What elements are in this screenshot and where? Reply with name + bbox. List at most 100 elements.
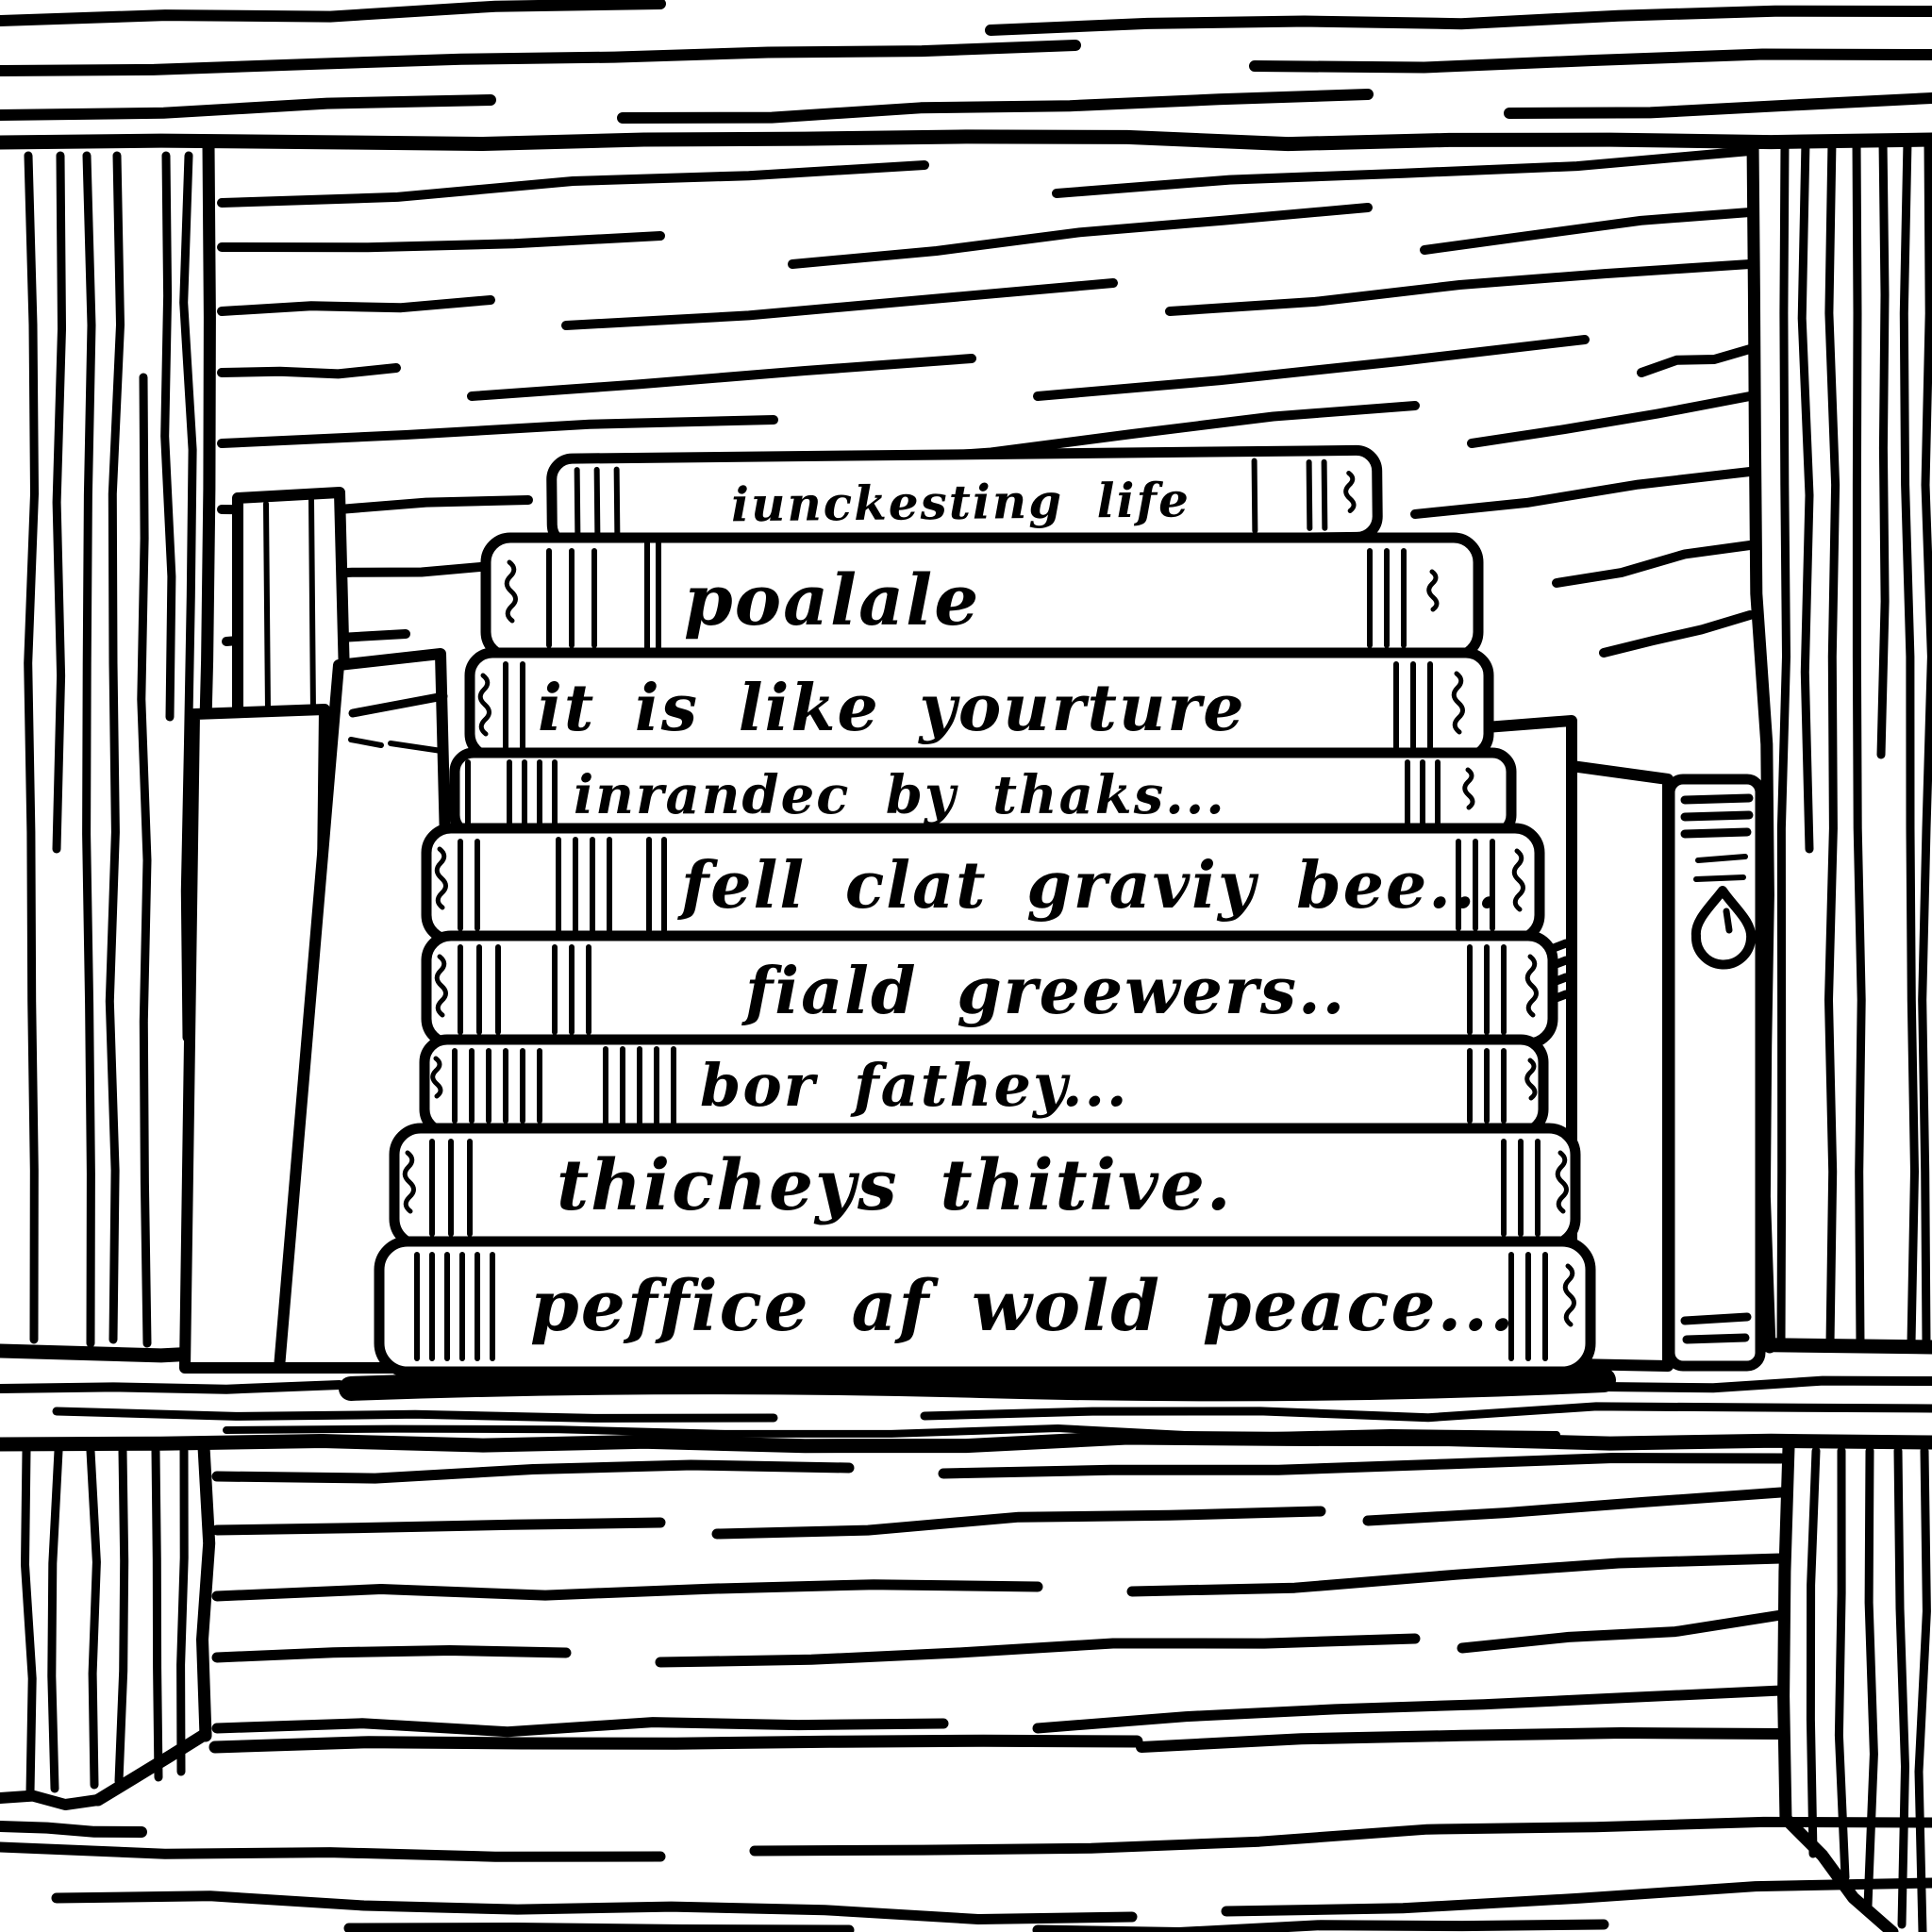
wood-grain-line (211, 1717, 949, 1738)
wood-grain-line (196, 1441, 216, 1742)
wood-grain-line (1918, 137, 1932, 1348)
wood-grain-line (788, 203, 1373, 269)
wood-grain-line (711, 1506, 1326, 1540)
standing-book-right-front (1664, 774, 1766, 1372)
wood-grain-line (1876, 137, 1890, 759)
wood-grain-line (0, 40, 1081, 76)
book-spine: iunckesting life (546, 444, 1383, 551)
book-spine: peffice af wold peace... (374, 1236, 1596, 1377)
wood-grain-line (1899, 137, 1919, 1348)
thin-book-behind (232, 487, 351, 723)
wood-grain-line (211, 1517, 666, 1536)
book-spine: inrandec by thaks... (449, 747, 1517, 840)
book-title: iunckesting life (731, 472, 1191, 532)
wood-grain-line (86, 1446, 101, 1790)
wood-grain-line (211, 1579, 1043, 1602)
wood-grain-line (151, 1446, 163, 1782)
book-title: poalale (684, 560, 980, 641)
wood-grain-line (1776, 137, 1790, 1348)
wood-grain-line (1777, 1441, 1795, 1827)
wood-grain-line (1893, 1446, 1909, 1929)
wood-grain-line (1637, 344, 1755, 377)
wood-grain-line (0, 1790, 104, 1810)
book-title: fiald greewers.. (741, 954, 1346, 1029)
book-spine: poalale (480, 532, 1484, 662)
wood-grain-line (24, 151, 39, 1344)
wood-grain-line (0, 1430, 1932, 1454)
wood-grain-line (0, 1841, 666, 1862)
wood-grain-line (1410, 467, 1755, 519)
book-title: it is like yourture (538, 671, 1246, 746)
book-spine: it is like yourture (464, 647, 1494, 762)
wood-grain-line (1136, 1727, 1787, 1753)
book-title: fell clat graviy bee... (677, 848, 1501, 924)
book-title: bor fathey... (700, 1051, 1129, 1120)
wood-grain-line (0, 0, 666, 26)
wood-grain-line (47, 1446, 63, 1793)
wood-grain-line (179, 151, 197, 1042)
wood-grain-line (52, 151, 66, 854)
wood-grain-line (137, 373, 152, 1348)
wood-grain-line (1420, 208, 1755, 255)
wood-grain-line (1797, 137, 1814, 854)
wood-grain-line (1852, 137, 1866, 1348)
wood-grain-line (749, 1816, 1932, 1857)
wood-grain-line (1824, 137, 1840, 1348)
wood-grain-line (1033, 335, 1590, 401)
wood-grain-line (1806, 1446, 1821, 1858)
wood-grain-line (1504, 92, 1932, 119)
wood-grain-line (985, 5, 1932, 36)
wood-grain-line (561, 278, 1118, 330)
wood-grain-line (0, 94, 496, 121)
book-spine: fell clat graviy bee... (421, 823, 1545, 945)
wood-grain-line (1599, 1375, 1932, 1393)
wood-grain-line (208, 1734, 1143, 1754)
wood-grain-line (1165, 259, 1755, 316)
wood-grain-line (1032, 1685, 1787, 1734)
wood-grain-line (92, 1727, 212, 1807)
teardrop-icon (1690, 886, 1757, 970)
wood-grain-line (1863, 1446, 1878, 1910)
book-spine: fiald greewers.. (421, 930, 1558, 1049)
wood-grain-line (217, 160, 929, 208)
wood-grain-line (1032, 1919, 1609, 1932)
wood-grain-line (160, 151, 176, 722)
right-post-grain (1776, 137, 1932, 1348)
wood-grain-line (176, 1446, 189, 1776)
wood-grain-line (343, 1923, 855, 1932)
wood-grain-line (105, 151, 125, 1344)
wood-grain-line (52, 1407, 778, 1423)
wood-grain-line (1914, 1446, 1931, 1932)
wood-grain-line (1052, 146, 1755, 198)
wood-grain-line (467, 354, 976, 401)
wood-grain-line (217, 295, 495, 316)
wood-grain-line (0, 1821, 147, 1838)
wood-grain-line (938, 1453, 1787, 1479)
book-title: inrandec by thaks... (574, 764, 1226, 826)
wood-grain-line (51, 1890, 1138, 1924)
wood-grain-line (82, 151, 96, 1348)
book-spine: thicheys thitive. (389, 1123, 1581, 1251)
book-spine: bor fathey... (419, 1034, 1549, 1138)
wood-grain-line (1249, 48, 1932, 74)
wood-grain-line (1599, 610, 1755, 658)
wood-grain-line (21, 1446, 37, 1797)
wood-grain-line (920, 1402, 1932, 1423)
wood-grain-line (1467, 391, 1755, 448)
wood-grain-line (655, 1633, 1421, 1668)
wood-grain-line (0, 129, 1932, 152)
shelf-edge-shadow (339, 1368, 1616, 1402)
wood-grain-line (1221, 1877, 1932, 1917)
wood-grain-line (217, 231, 665, 253)
wood-grain-line (217, 363, 401, 379)
wood-grain-line (1362, 1487, 1787, 1526)
wood-grain-line (211, 1645, 572, 1663)
wood-grain-line (211, 1459, 855, 1484)
wood-grain-line (114, 1446, 129, 1786)
wood-grain-line (1834, 1446, 1850, 1882)
wood-grain-line (1457, 1609, 1787, 1654)
top-board-grain (0, 0, 1932, 124)
wood-grain-line (0, 1380, 344, 1394)
